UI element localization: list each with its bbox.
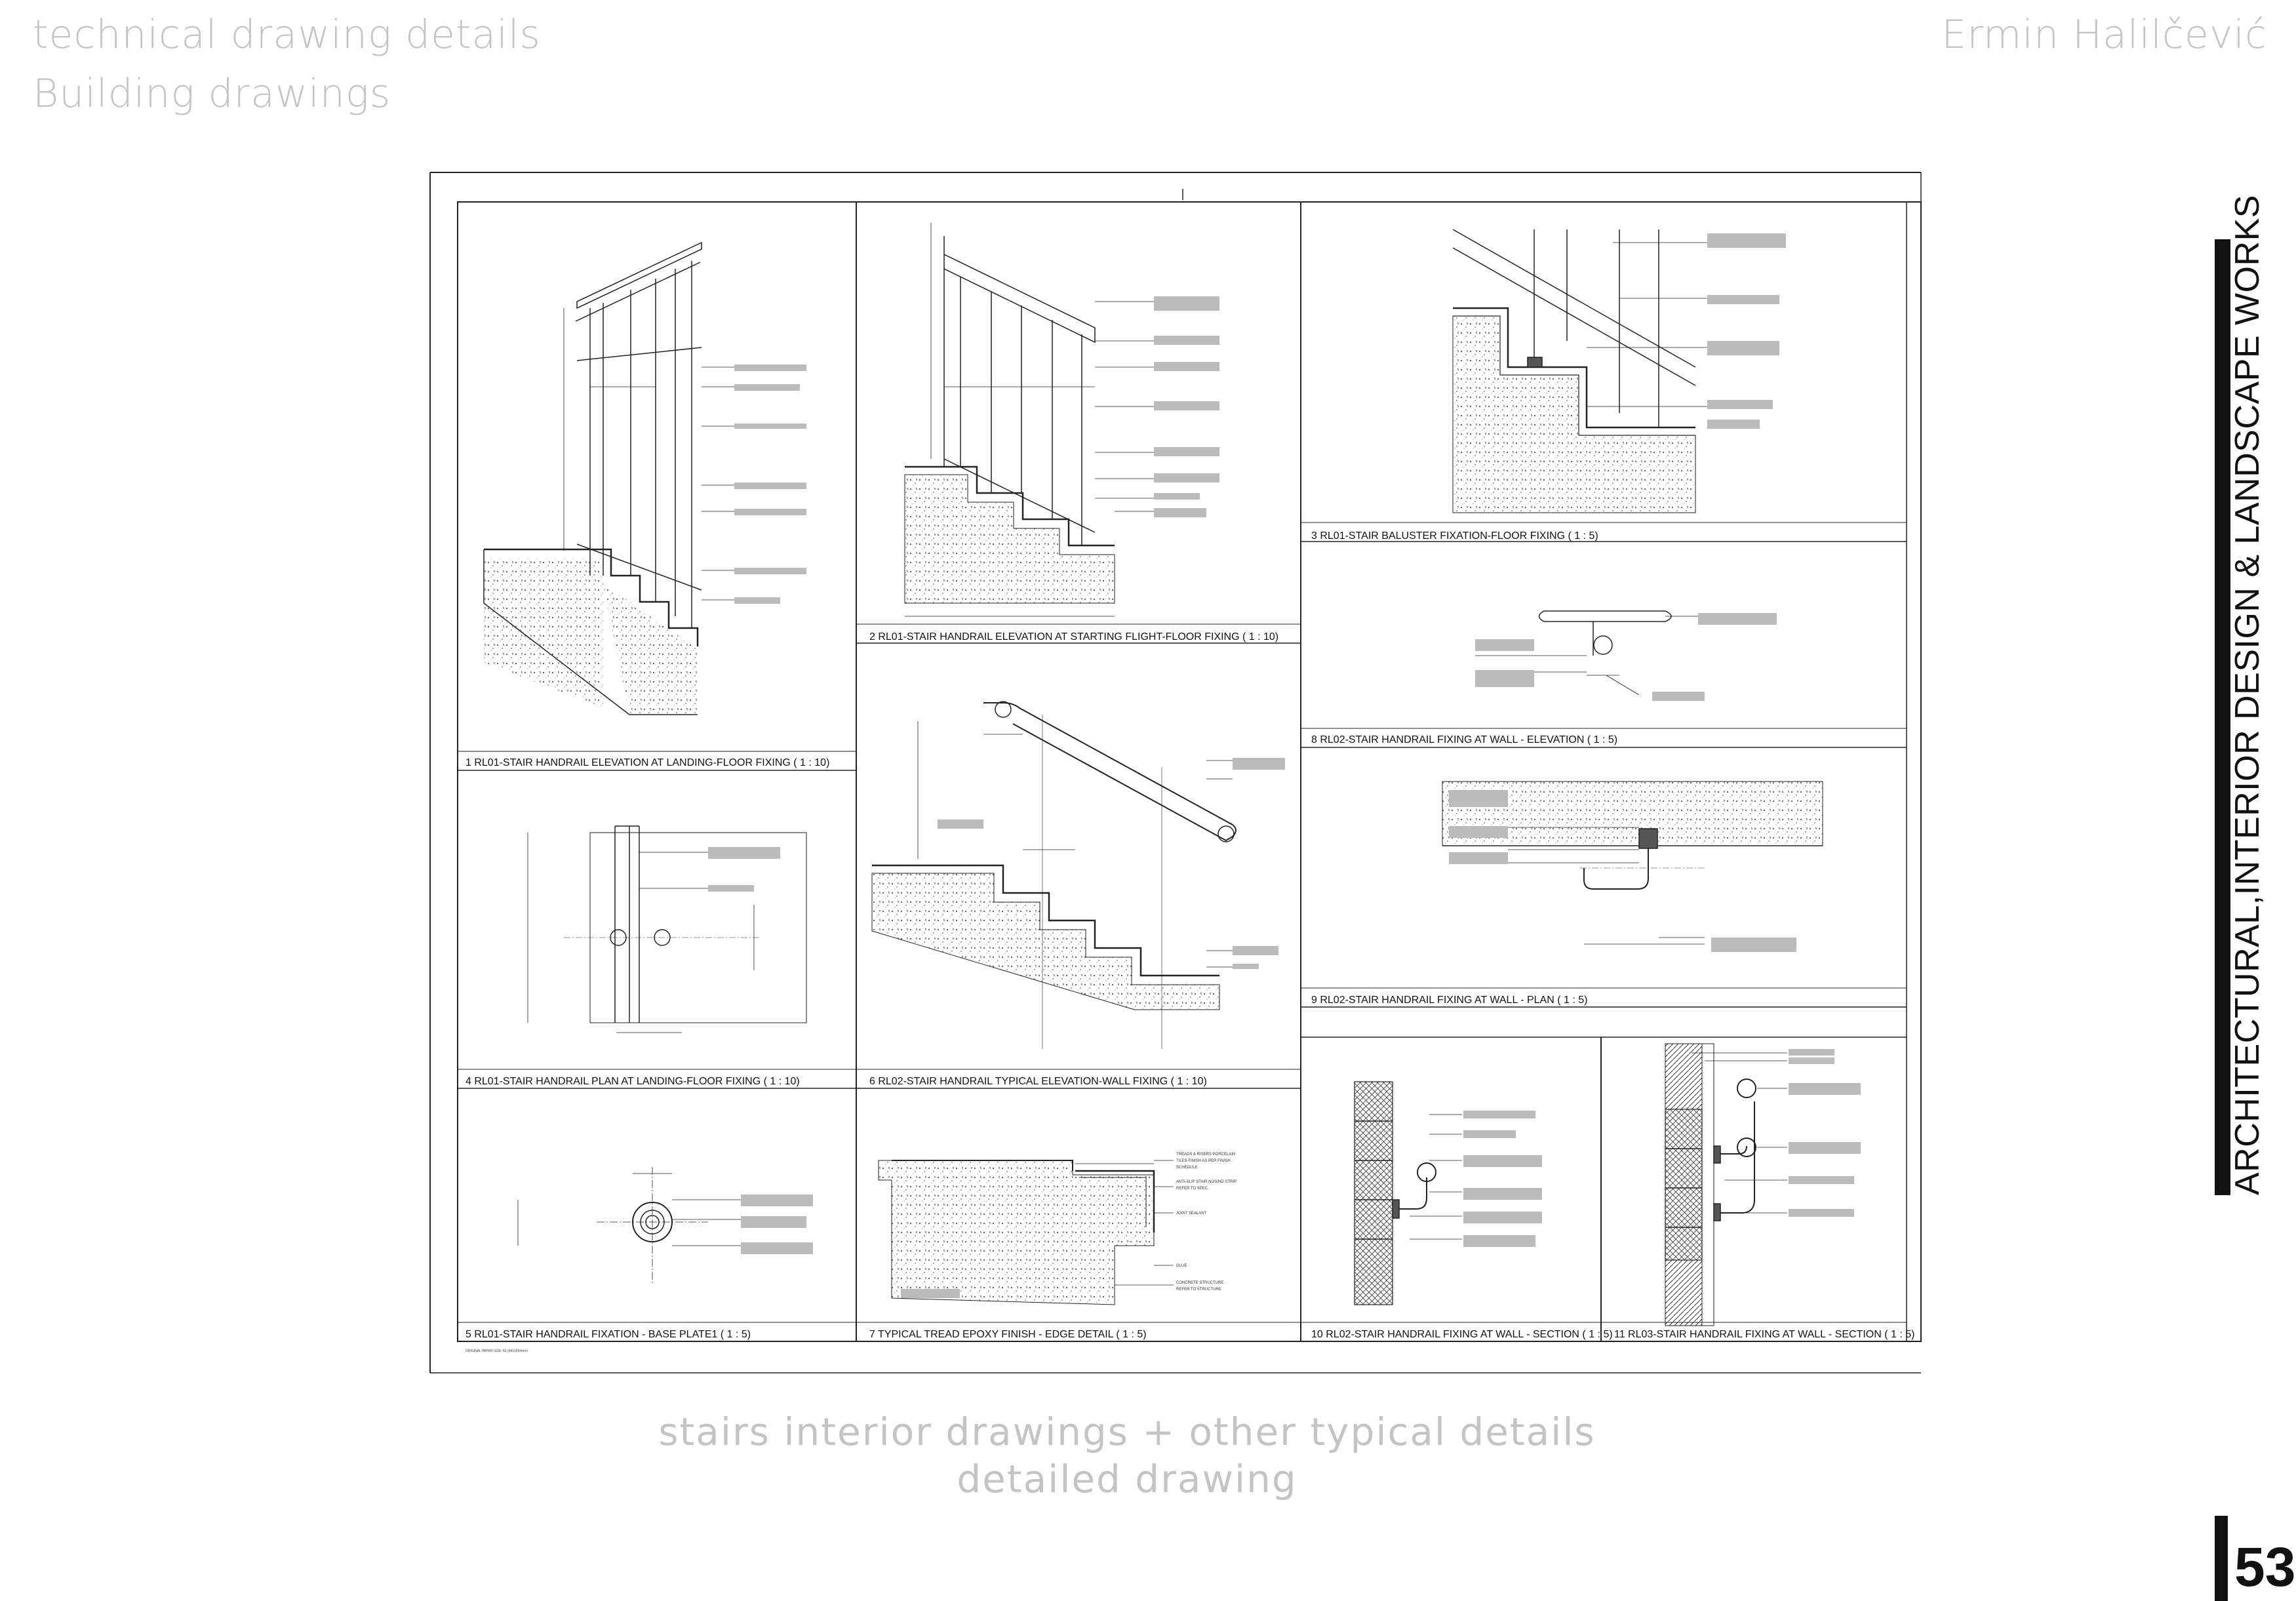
caption-line-2: detailed drawing [957,1457,1297,1501]
detail-3-title: 3 RL01-STAIR BALUSTER FIXATION-FLOOR FIX… [1311,530,1598,542]
detail-7-title: 7 TYPICAL TREAD EPOXY FINISH - EDGE DETA… [869,1329,1147,1340]
detail-11-notes [1789,1049,1861,1217]
detail-1-title: 1 RL01-STAIR HANDRAIL ELEVATION AT LANDI… [465,757,829,768]
detail-3-drawing [1452,229,1731,513]
detail-1-notes [734,365,806,604]
detail-7-drawing [878,1160,1174,1305]
note-treads-risers-2: TILES FINISH AS PER FINISH [1176,1159,1231,1163]
header-line-1: technical drawing details [33,12,541,58]
sheet-footnote: ORIGINAL PAPER SIZE: A1 (841x594mm) [465,1349,528,1353]
detail-5-title: 5 RL01-STAIR HANDRAIL FIXATION - BASE PL… [465,1329,751,1340]
sidebar-accent-bar [2215,239,2230,1195]
detail-4-title: 4 RL01-STAIR HANDRAIL PLAN AT LANDING-FL… [465,1076,800,1087]
header-line-2: Building drawings [33,71,391,117]
note-concrete-1: CONCRETE STRUCTURE [1176,1281,1223,1285]
sidebar-vertical-title: ARCHITECTURAL,INTERIOR DESIGN & LANDSCAP… [2228,195,2266,1195]
detail-10-drawing [1354,1081,1462,1305]
caption-line-1: stairs interior drawings + other typical… [658,1410,1596,1454]
note-antislip-2: REFER TO SPEC. [1176,1187,1209,1191]
detail-5-drawing [517,1167,741,1285]
detail-9-notes [1449,790,1796,952]
detail-5-notes [741,1195,813,1254]
detail-6-notes [938,758,1285,969]
note-treads-risers-1: TREADS & RISERS PORCELAIN [1176,1153,1235,1156]
page-number-bar [2215,1516,2228,1601]
detail-11-drawing [1665,1043,1787,1326]
detail-10-notes [1463,1111,1542,1247]
note-joint-sealant: JOINT SEALANT [1176,1212,1207,1216]
page-number: 53 [2234,1536,2296,1598]
note-glue: GLUE [1176,1264,1187,1268]
detail-1-drawing [483,241,734,715]
detail-4-drawing [527,825,807,1033]
detail-2-drawing [904,223,1154,617]
detail-3-notes [1707,233,1786,429]
detail-4-notes [708,847,780,892]
detail-6-title: 6 RL02-STAIR HANDRAIL TYPICAL ELEVATION-… [869,1076,1207,1087]
sheet-frame [429,172,1922,1374]
note-antislip-1: ANTI-SLIP STAIR NOSING STRIP [1176,1180,1237,1184]
detail-8-title: 8 RL02-STAIR HANDRAIL FIXING AT WALL - E… [1311,734,1617,745]
detail-6-drawing [871,701,1237,1049]
detail-8-notes [1475,613,1777,701]
detail-2-notes [1154,296,1219,517]
note-treads-risers-3: SCHEDULE [1176,1166,1198,1170]
detail-9-title: 9 RL02-STAIR HANDRAIL FIXING AT WALL - P… [1311,995,1587,1006]
detail-10-title: 10 RL02-STAIR HANDRAIL FIXING AT WALL - … [1311,1329,1613,1340]
detail-2-title: 2 RL01-STAIR HANDRAIL ELEVATION AT START… [869,631,1278,642]
note-concrete-2: REFER TO STRUCTURE [1176,1288,1221,1292]
author-name: Ermin Halilčević [1941,12,2267,58]
detail-7-notes: TREADS & RISERS PORCELAIN TILES FINISH A… [901,1153,1237,1298]
detail-11-title: 11 RL03-STAIR HANDRAIL FIXING AT WALL - … [1614,1329,1914,1340]
